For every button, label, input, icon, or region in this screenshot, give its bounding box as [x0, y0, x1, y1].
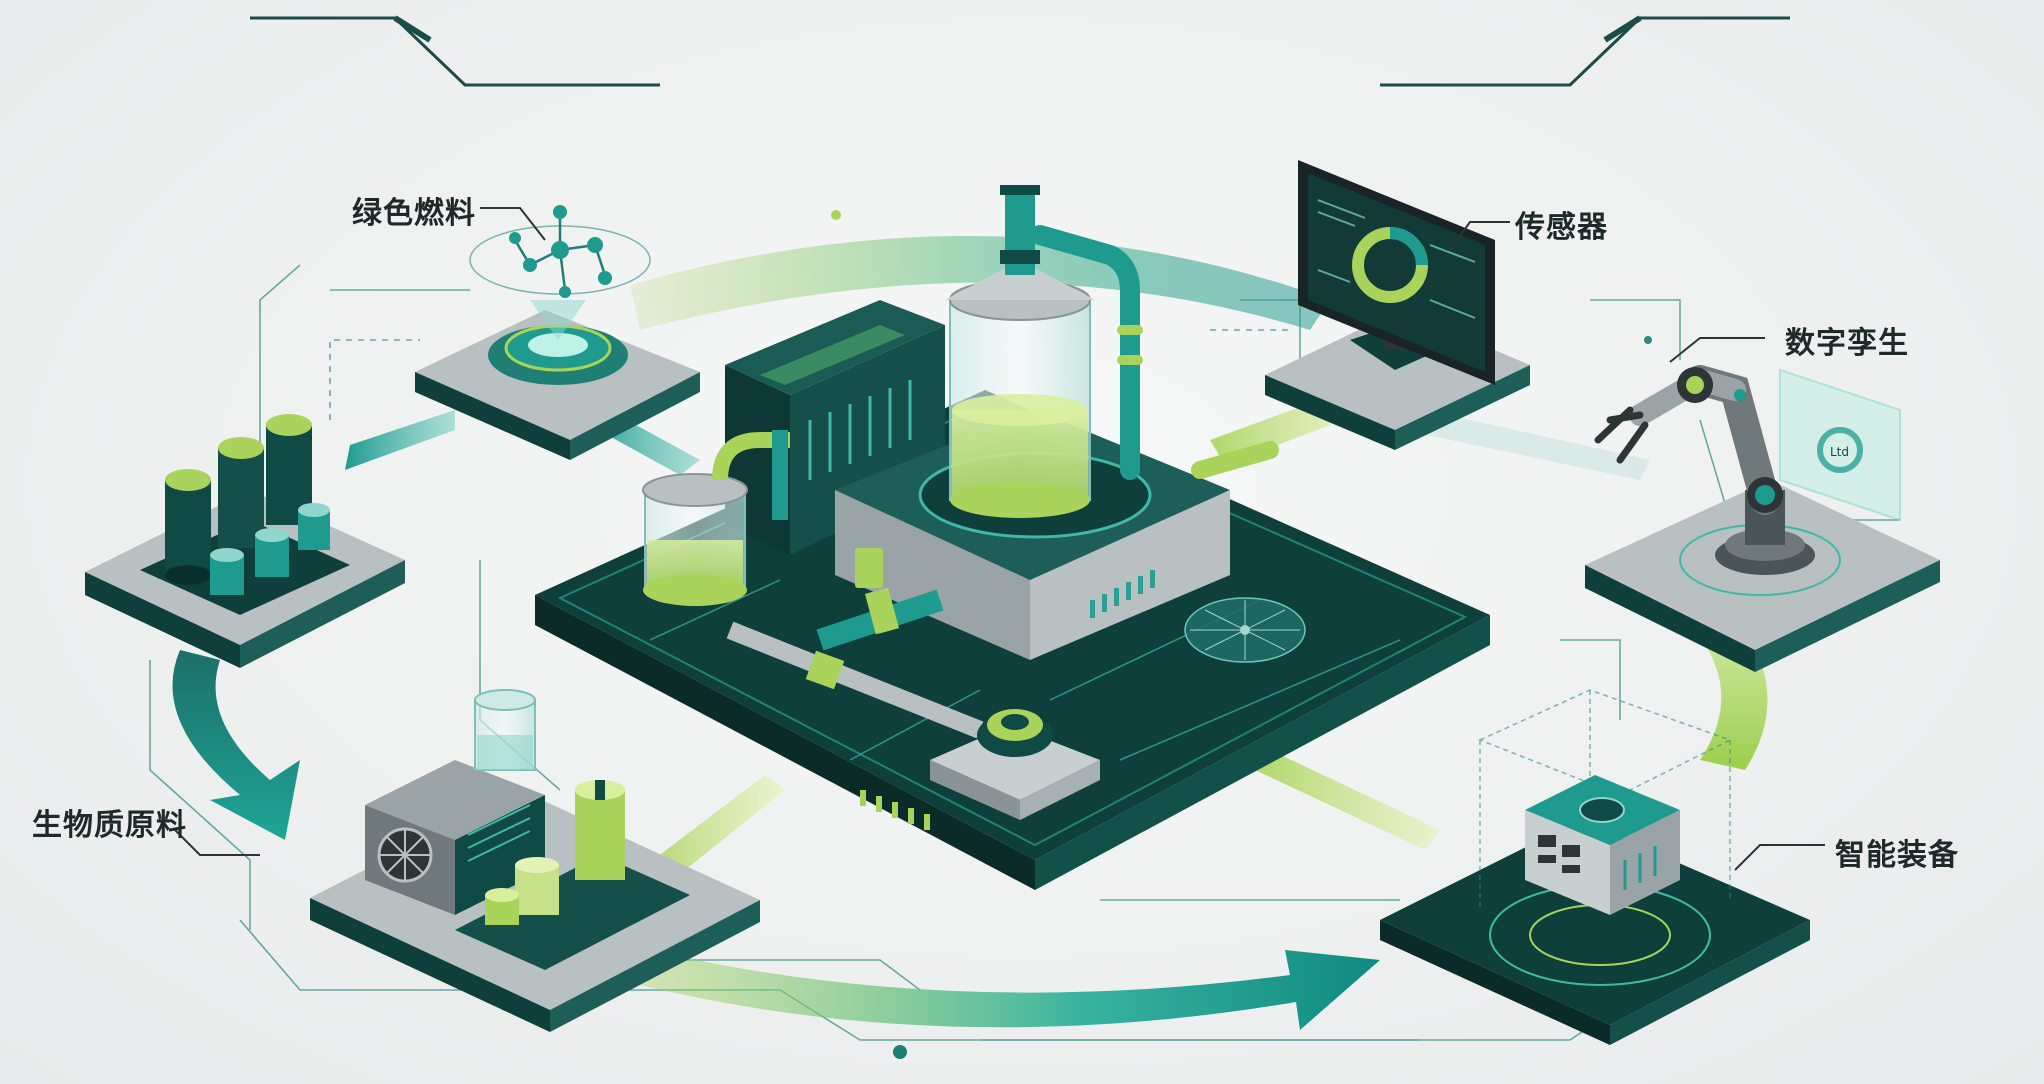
vent-slots	[860, 790, 930, 830]
twin-display-text: Ltd	[1830, 445, 1849, 459]
label-leader-lines	[174, 207, 1825, 871]
wireframe-cube	[1478, 689, 1732, 910]
label-green-fuel: 绿色燃料	[352, 196, 476, 231]
main-reactor-vessel	[945, 185, 1095, 518]
label-biomass: 生物质原料	[32, 808, 187, 843]
molecule-icon	[469, 205, 651, 298]
edge-computer-cube	[1525, 775, 1680, 915]
circuit-node	[831, 210, 841, 220]
twin-hologram-panel: Ltd	[1779, 368, 1901, 522]
reactor-pipes	[1030, 225, 1279, 480]
corner-decoration-left	[250, 15, 660, 87]
corner-decoration-right	[1380, 15, 1790, 87]
biomass-processing-module	[310, 689, 760, 1032]
label-smart-equipment: 智能装备	[1835, 838, 1959, 873]
monitor-screen	[1298, 160, 1495, 385]
arrow-top	[630, 236, 1330, 330]
label-digital-twin: 数字孪生	[1785, 326, 1909, 361]
smart-equipment-module	[1380, 689, 1810, 1045]
arrow-left	[172, 650, 300, 840]
circuit-node	[1644, 336, 1652, 344]
arrow-bottom	[640, 950, 1380, 1030]
storage-tanks-module	[85, 414, 405, 668]
label-sensor: 传感器	[1515, 210, 1608, 245]
green-fuel-module	[415, 205, 700, 460]
robot-arm-icon	[1594, 365, 1815, 575]
circuit-node	[893, 1045, 907, 1059]
central-bioreactor-platform	[535, 185, 1490, 890]
transfer-pipe	[726, 587, 984, 739]
pump-unit	[930, 709, 1100, 820]
shredder-machine	[365, 689, 545, 915]
biomass-tanks	[485, 780, 625, 925]
sensor-monitor-module	[1265, 160, 1530, 450]
small-reactor-vessel	[642, 430, 790, 606]
neural-hologram	[1184, 597, 1306, 663]
digital-twin-robot-module: Ltd	[1585, 365, 1940, 672]
